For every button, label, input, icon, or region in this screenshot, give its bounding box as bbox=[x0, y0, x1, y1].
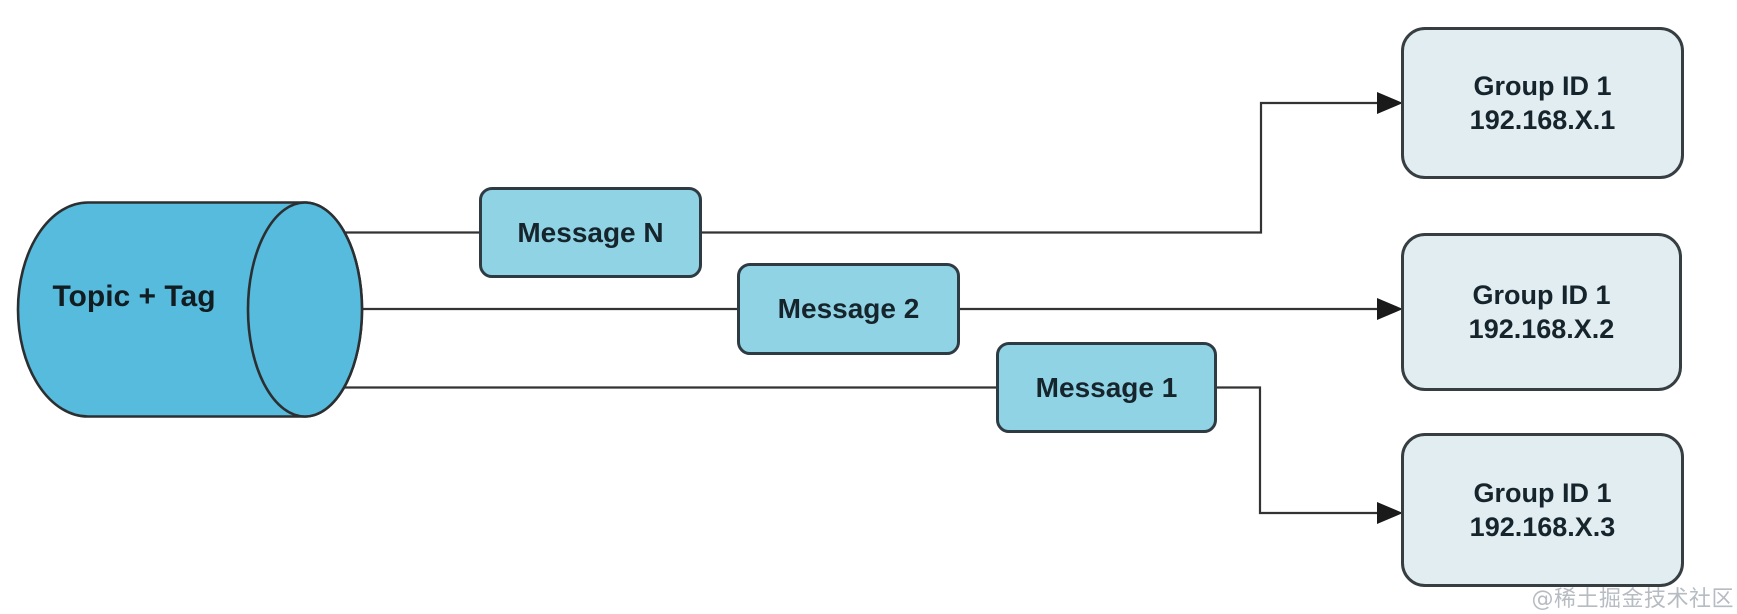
group-address: 192.168.X.3 bbox=[1469, 512, 1616, 542]
group-node-3: Group ID 1 192.168.X.3 bbox=[1401, 433, 1684, 587]
group-node-2: Group ID 1 192.168.X.2 bbox=[1401, 233, 1682, 391]
group-address: 192.168.X.2 bbox=[1468, 314, 1615, 344]
connector-message-1-to-group-3 bbox=[300, 386, 1380, 515]
watermark: @稀土掘金技术社区 bbox=[1531, 587, 1734, 612]
arrowhead-icon bbox=[1377, 92, 1403, 114]
topic-cylinder-face bbox=[246, 201, 364, 418]
group-node-1: Group ID 1 192.168.X.1 bbox=[1401, 27, 1684, 179]
group-title: Group ID 1 bbox=[1473, 478, 1612, 508]
message-node-2: Message 2 bbox=[737, 263, 960, 355]
connector-message-n-to-group-1 bbox=[300, 101, 1380, 234]
message-node-label: Message N bbox=[517, 216, 664, 248]
group-title: Group ID 1 bbox=[1473, 71, 1612, 101]
message-node-1: Message 1 bbox=[996, 342, 1217, 433]
message-node-label: Message 1 bbox=[1035, 371, 1178, 403]
topic-cylinder bbox=[16, 201, 364, 418]
topic-label: Topic + Tag bbox=[52, 280, 216, 313]
arrowhead-icon bbox=[1377, 298, 1403, 320]
group-address: 192.168.X.1 bbox=[1469, 105, 1616, 135]
message-node-n: Message N bbox=[479, 187, 702, 278]
message-node-label: Message 2 bbox=[777, 293, 920, 324]
arrowhead-icon bbox=[1377, 502, 1403, 524]
group-title: Group ID 1 bbox=[1472, 280, 1611, 310]
